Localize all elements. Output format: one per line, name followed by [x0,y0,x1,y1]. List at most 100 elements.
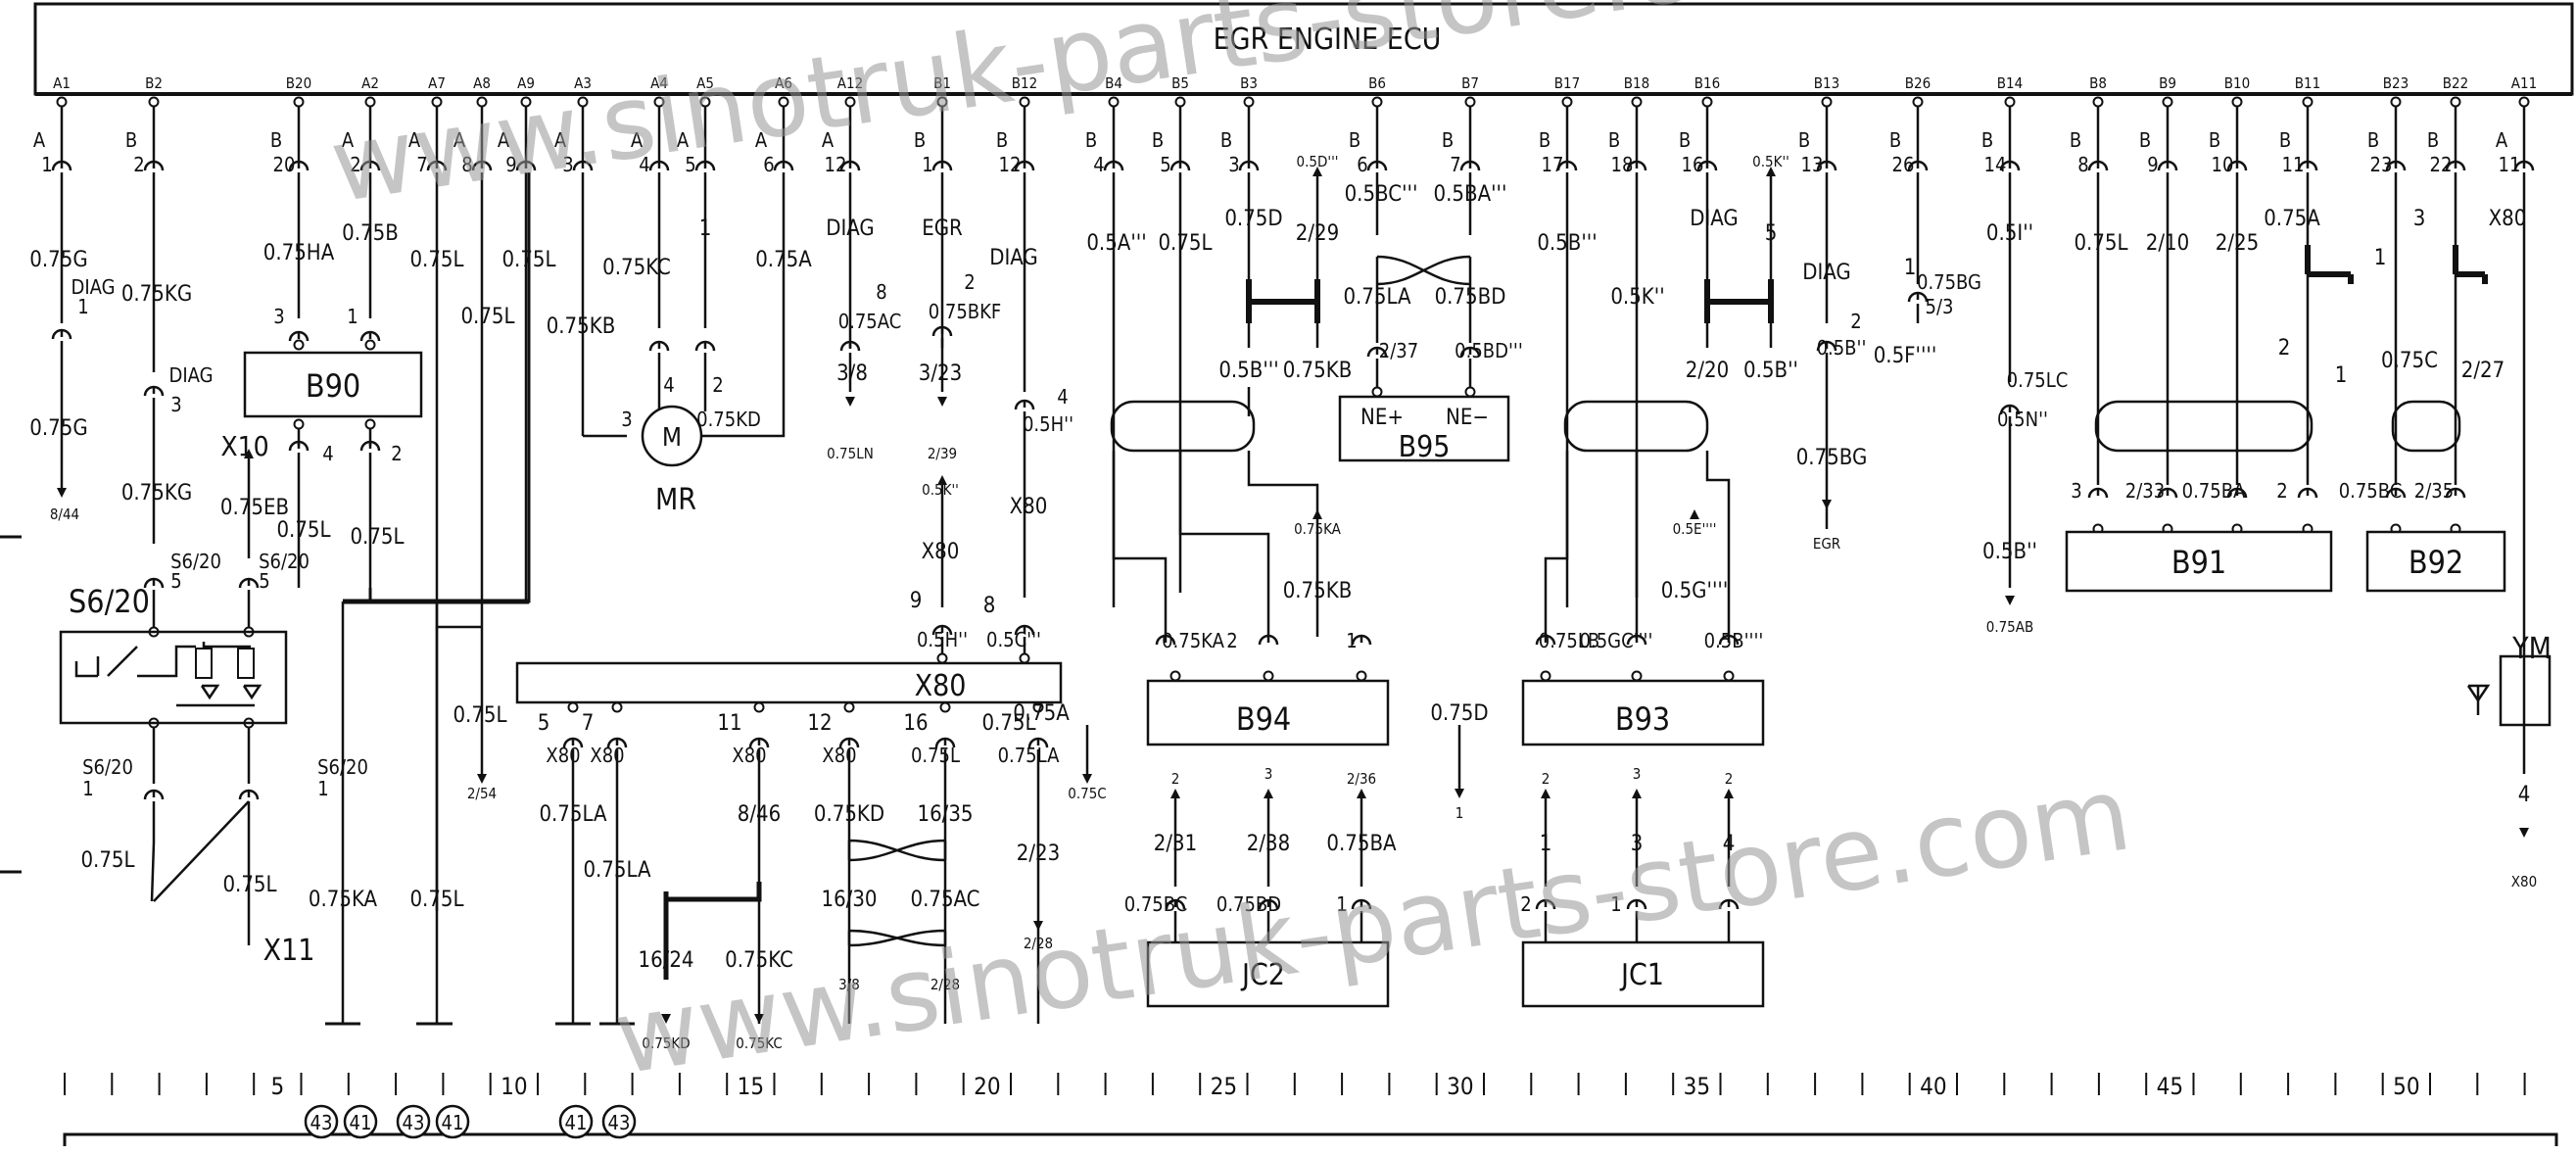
pin-number: 22 [2430,153,2453,176]
pin-number: 1 [922,153,932,176]
pin-label: A12 [837,74,863,92]
wire-label: 4 [1723,832,1736,856]
pin-label: B13 [1814,74,1839,92]
wire-label: S6/20 [170,550,221,573]
wire-label: 2 [1542,770,1550,788]
wire-label: DIAG [826,217,875,241]
pin-number: 11 [2499,153,2521,176]
wire-label: 2/54 [467,785,497,802]
pin-label: B7 [1461,74,1479,92]
wire-label: 0.75KB [1283,359,1353,383]
pin-number: 23 [2370,153,2393,176]
pin-label: B8 [2089,74,2107,92]
wire-label: 0.5N'' [1997,408,2048,431]
x80-box [515,661,1063,704]
wire-label: 0.75LB [1539,629,1599,652]
wire-label: 0.75KD [696,408,761,431]
wire-label: 0.75AC [838,310,902,333]
pin-number: 14 [1984,153,2007,176]
wire-label: 0.5K'' [922,481,959,499]
pin-wire: A [342,128,355,152]
ruler-number: 30 [1447,1073,1473,1100]
wire-label: X80 [2489,207,2527,231]
wire-label: 4 [1057,385,1068,409]
wire-label: 0.75BC [2339,479,2403,503]
pin-label: B16 [1694,74,1720,92]
wire-label: 2/29 [1296,221,1339,246]
pin-label: B12 [1012,74,1037,92]
b91-box [2065,530,2333,593]
wire-label: 0.75KA [1162,629,1224,652]
wire-label: 0.75BKF [929,300,1002,323]
ruler-number: 25 [1211,1073,1237,1100]
wire-label: 0.75L [501,248,555,272]
pin-wire: B [2209,128,2220,152]
wire-label: 0.5BA''' [1434,182,1507,207]
wire-label: 0.75L [276,518,330,543]
wire-label: 2/35 [2414,479,2454,503]
wire-label: 8/44 [50,505,79,523]
pin-wire: A [498,128,510,152]
pin-wire: B [1220,128,1232,152]
jc2-box [1146,940,1390,1008]
wire-label: 0.75KD [642,1035,690,1052]
wire-label: 0.5E'''' [1673,520,1717,538]
mr-label: MR [655,483,696,517]
wire-label: 1 [77,295,88,318]
wire-label: 1 [699,217,712,241]
wire-label: 1 [2335,363,2348,388]
pin-label: B5 [1171,74,1189,92]
pin-label: A3 [574,74,592,92]
pin-wire: A [33,128,46,152]
wire-label: 3 [170,393,181,416]
wire-label: 2 [2278,336,2291,361]
pin-label: B14 [1997,74,2023,92]
wire-label: 8/46 [738,802,781,827]
b92-box [2365,530,2506,593]
motor-mr [641,405,703,467]
wire-label: 3 [1631,832,1644,856]
wire-label: 2/10 [2146,231,2189,256]
wire-label: 0.75BG [1917,270,1981,294]
wire-label: 0.75LA [998,744,1061,767]
wire-label: 5 [170,569,181,593]
ne-minus-label: NE− [1446,406,1489,430]
wire-label: EGR [1813,535,1840,553]
b90-box [243,351,423,418]
pin-wire: A [631,128,644,152]
wire-label: 16/30 [821,888,877,912]
pin-wire: B [2070,128,2081,152]
wire-label: 0.75AB [1986,618,2034,636]
wire-label: 3 [2413,207,2426,231]
wire-label: 3 [2071,479,2081,503]
wire-label: 0.75KG [121,282,192,307]
ruler-number: 50 [2393,1073,2419,1100]
wire-label: 0.5K'' [1610,285,1664,310]
ym-label: YM [2511,632,2552,666]
pin-wire: B [1442,128,1454,152]
wire-label: 2 [391,442,402,465]
wire-label: 0.75KC [602,256,671,280]
pin-wire: B [1152,128,1164,152]
wire-label: 9 [910,589,923,613]
wire-label: 0.5BD''' [1455,339,1523,362]
wire-label: 0.75C [2381,349,2438,373]
pin-label: A7 [428,74,446,92]
ruler-number: 5 [270,1073,284,1100]
pin-number: 13 [1801,153,1824,176]
jc1-label: JC1 [1619,958,1664,992]
pin-wire: B [1608,128,1620,152]
wire-label: 0.5B''' [1537,231,1597,256]
frame-bottom [63,1132,2558,1146]
pin-label: B6 [1368,74,1386,92]
pin-wire: A [408,128,421,152]
wire-label: 8 [983,594,996,618]
wire-label: 0.75L [911,744,960,767]
wire-label: 0.75LA [539,802,607,827]
wire-label: 2/28 [1024,935,1053,952]
wire-label: 2/39 [928,445,957,462]
x10-label: X10 [220,430,268,462]
wire-label: 0.5BC''' [1345,182,1418,207]
wire-label: 0.75KG [121,481,192,505]
wire-label: 0.5I'' [1986,221,2033,246]
